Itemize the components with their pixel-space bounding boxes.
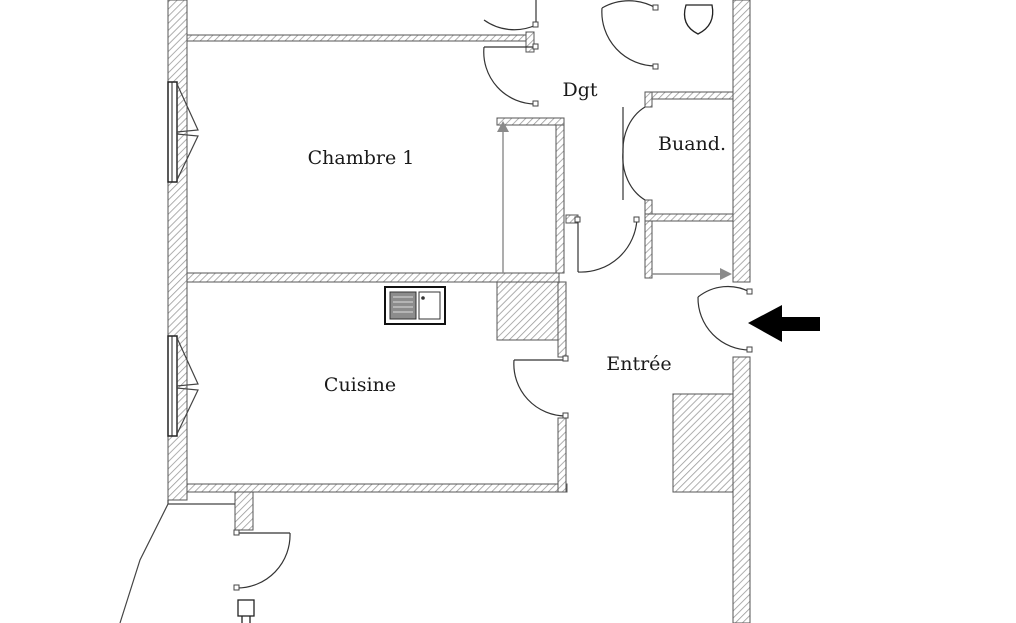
sink-icon [384, 286, 446, 325]
hatched-block-cuisine [496, 281, 559, 341]
label-entree: Entrée [606, 353, 671, 375]
door-cuisine-swing [513, 359, 567, 417]
flow-arrow-entree [652, 268, 732, 280]
wall-buanderie-top [644, 91, 734, 100]
wall-bottom-cuisine [186, 483, 568, 493]
window-chambre [167, 81, 199, 183]
hatched-block-entree [672, 393, 734, 493]
wall-stub-lower [234, 491, 254, 531]
door-wc-swing [601, 7, 657, 67]
door-dgt-swing [483, 46, 537, 105]
wall-top-chambre [186, 34, 531, 42]
wall-right-lower [732, 356, 751, 623]
toilet-icon [683, 4, 714, 35]
wall-cuisine-right-lower [557, 417, 567, 493]
label-cuisine: Cuisine [324, 374, 396, 396]
door-top-cut [483, 19, 537, 31]
appliance-icon [237, 599, 255, 623]
wall-stub-dgt [525, 31, 535, 53]
door-closet-swing [577, 217, 638, 273]
door-entry-top [697, 285, 751, 298]
label-dgt: Dgt [562, 79, 597, 101]
wall-buanderie-bottom [644, 213, 734, 222]
walls [167, 0, 751, 623]
label-chambre-1: Chambre 1 [308, 147, 415, 169]
wall-chambre-cuisine [186, 272, 560, 283]
wall-closet-right [555, 117, 565, 274]
label-buanderie: Buand. [658, 133, 726, 155]
wall-cuisine-right-upper [557, 281, 567, 358]
arrow-left-icon [748, 305, 820, 342]
wall-lower-angled [119, 500, 235, 623]
door-wc-top [601, 0, 657, 9]
window-cuisine [167, 335, 199, 437]
wall-closet-entry-left [644, 220, 653, 279]
wall-buanderie-left-top [644, 91, 653, 108]
flow-arrow-closet [497, 121, 509, 273]
door-buand-upper [622, 106, 646, 153]
door-entry-swing [697, 296, 751, 351]
doors [233, 0, 753, 591]
door-buand-lower [622, 151, 646, 201]
door-lower-swing [236, 532, 291, 589]
wall-closet-top [496, 117, 565, 126]
wall-right-upper [732, 0, 751, 283]
